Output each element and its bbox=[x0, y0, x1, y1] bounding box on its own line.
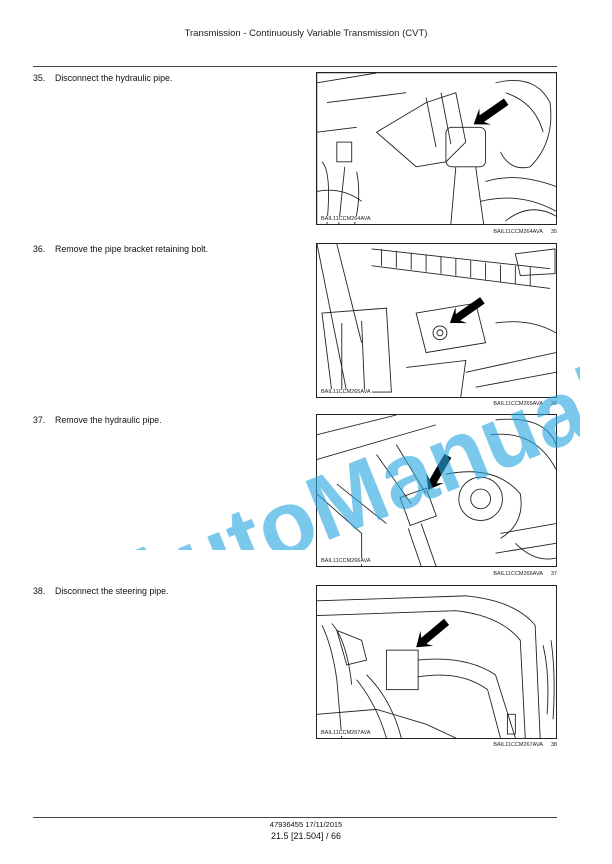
figure-37-illustration: BAIL11CCM266AVA bbox=[316, 414, 557, 567]
step-number: 37. bbox=[33, 415, 46, 425]
footer-divider bbox=[33, 817, 557, 818]
step-text: Disconnect the steering pipe. bbox=[55, 586, 169, 596]
step-38: 38. Disconnect the steering pipe. bbox=[33, 586, 168, 596]
figure-caption-37: BAIL11CCM266AVA 37 bbox=[493, 571, 557, 577]
step-number: 35. bbox=[33, 73, 46, 83]
figure-number: 35 bbox=[550, 229, 557, 235]
figure-38-illustration: BAIL11CCM267AVA bbox=[316, 585, 557, 739]
page-header-title: Transmission - Continuously Variable Tra… bbox=[184, 28, 428, 39]
figure-code-label: BAIL11CCM265AVA bbox=[320, 389, 372, 395]
caption-code: BAIL11CCM267AVA bbox=[493, 742, 543, 748]
figure-code-label: BAIL11CCM264AVA bbox=[320, 216, 372, 222]
footer-page-number: 21.5 [21.504] / 66 bbox=[270, 831, 342, 841]
step-text: Remove the pipe bracket retaining bolt. bbox=[55, 244, 209, 254]
step-text: Disconnect the hydraulic pipe. bbox=[55, 73, 173, 83]
step-number: 38. bbox=[33, 586, 46, 596]
figure-code-label: BAIL11CCM266AVA bbox=[320, 558, 372, 564]
figure-35-illustration: BAIL11CCM264AVA bbox=[316, 72, 557, 225]
step-36: 36. Remove the pipe bracket retaining bol… bbox=[33, 244, 208, 254]
footer-document-id: 47936455 17/11/2015 bbox=[269, 820, 343, 829]
caption-code: BAIL11CCM266AVA bbox=[493, 571, 543, 577]
figure-caption-38: BAIL11CCM267AVA 38 bbox=[493, 742, 557, 748]
figure-caption-35: BAIL11CCM264AVA 35 bbox=[493, 229, 557, 235]
figure-number: 38 bbox=[550, 742, 557, 748]
step-37: 37. Remove the hydraulic pipe. bbox=[33, 415, 162, 425]
step-35: 35. Disconnect the hydraulic pipe. bbox=[33, 73, 172, 83]
figure-number: 36 bbox=[550, 401, 557, 407]
caption-code: BAIL11CCM264AVA bbox=[493, 229, 543, 235]
header-divider bbox=[33, 66, 557, 67]
caption-code: BAIL11CCM265AVA bbox=[493, 401, 543, 407]
figure-number: 37 bbox=[550, 571, 557, 577]
step-text: Remove the hydraulic pipe. bbox=[55, 415, 162, 425]
figure-36-illustration: BAIL11CCM265AVA bbox=[316, 243, 557, 398]
figure-caption-36: BAIL11CCM265AVA 36 bbox=[493, 401, 557, 407]
figure-code-label: BAIL11CCM267AVA bbox=[320, 730, 372, 736]
step-number: 36. bbox=[33, 244, 46, 254]
